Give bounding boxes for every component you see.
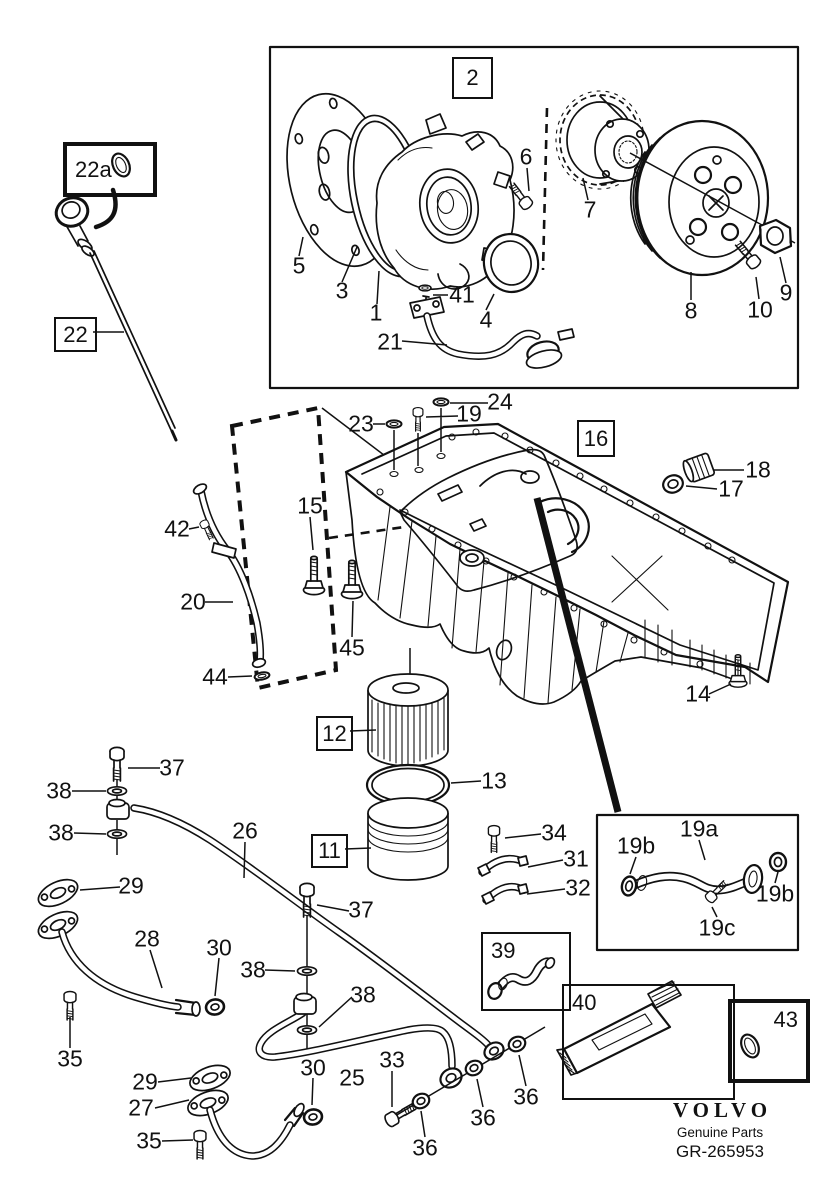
part-label-36: 36	[412, 1134, 438, 1161]
boxed-part-label-43: 43	[728, 999, 810, 1083]
brand-block: VOLVO Genuine Parts GR-265953	[664, 1098, 776, 1162]
boxed-part-label-11: 11	[311, 834, 348, 868]
oil-pump-exploded-drawing	[268, 45, 800, 390]
part-label-13: 13	[481, 767, 507, 794]
part-label-37: 37	[159, 754, 185, 781]
oring-inset-drawing	[740, 1033, 760, 1059]
boxed-part-label-16: 16	[577, 420, 615, 457]
part-label-14: 14	[685, 680, 711, 707]
part-label-18: 18	[745, 456, 771, 483]
part-label-36: 36	[470, 1104, 496, 1131]
part-label-9: 9	[779, 279, 793, 306]
part-label-19a: 19a	[679, 815, 719, 842]
part-label-32: 32	[565, 874, 591, 901]
boxed-part-label-12: 12	[316, 716, 353, 751]
part-label-7: 7	[583, 196, 597, 223]
part-label-25: 25	[339, 1064, 365, 1091]
hose-inset-drawing	[487, 956, 556, 1000]
part-label-44: 44	[202, 663, 228, 690]
boxed-part-label-22a: 22a	[63, 142, 157, 197]
part-label-1: 1	[369, 299, 383, 326]
pulley-nut-drawing	[758, 218, 793, 255]
part-label-38: 38	[350, 981, 376, 1008]
part-label-37: 37	[348, 896, 374, 923]
part-label-30: 30	[206, 934, 232, 961]
part-label-8: 8	[684, 297, 698, 324]
part-label-19: 19	[456, 400, 482, 427]
part-label-29: 29	[132, 1068, 158, 1095]
brand-subtitle: Genuine Parts	[676, 1125, 764, 1140]
part-label-15: 15	[297, 492, 323, 519]
pump-sprocket-drawing	[555, 90, 650, 190]
part-label-30: 30	[300, 1054, 326, 1081]
part-label-45: 45	[339, 634, 365, 661]
part-label-38: 38	[46, 777, 72, 804]
boxed-part-label-22: 22	[54, 317, 97, 352]
dipstick-tube-drawing	[188, 405, 431, 691]
part-label-36: 36	[513, 1083, 539, 1110]
boxed-part-label-40: 40	[562, 984, 735, 1100]
crankshaft-pulley-drawing	[629, 119, 796, 277]
part-label-10: 10	[747, 296, 773, 323]
part-label-29: 29	[118, 872, 144, 899]
boxed-part-label-39: 39	[481, 932, 571, 1011]
volvo-logo: VOLVO	[672, 1098, 773, 1122]
part-label-33: 33	[379, 1046, 405, 1073]
part-label-42: 42	[164, 515, 190, 542]
part-label-35: 35	[57, 1045, 83, 1072]
part-label-19b: 19b	[616, 832, 656, 859]
part-label-20: 20	[180, 588, 206, 615]
part-label-23: 23	[348, 410, 374, 437]
part-label-35: 35	[136, 1127, 162, 1154]
part-label-17: 17	[718, 475, 744, 502]
part-label-27: 27	[128, 1094, 154, 1121]
oil-pan-drawing	[302, 397, 790, 813]
oil-filter-drawing	[344, 648, 566, 905]
part-label-34: 34	[541, 819, 567, 846]
part-label-4: 4	[479, 306, 493, 333]
part-label-31: 31	[563, 845, 589, 872]
part-label-5: 5	[292, 252, 306, 279]
part-label-6: 6	[519, 143, 533, 170]
part-label-21: 21	[377, 328, 403, 355]
part-label-28: 28	[134, 925, 160, 952]
reference-number: GR-265953	[676, 1142, 764, 1161]
part-label-38: 38	[48, 819, 74, 846]
part-label-3: 3	[335, 277, 349, 304]
part-label-38: 38	[240, 956, 266, 983]
part-label-24: 24	[487, 388, 513, 415]
part-label-19c: 19c	[698, 914, 736, 941]
oil-return-pipe-inset-drawing	[595, 813, 800, 952]
part-label-26: 26	[232, 817, 258, 844]
part-label-19b: 19b	[755, 880, 795, 907]
oil-pipes-drawing	[33, 746, 546, 1160]
sealant-tube-inset-drawing	[556, 980, 682, 1076]
dipstick-drawing	[54, 152, 178, 442]
part-label-41: 41	[449, 281, 475, 308]
boxed-part-label-2: 2	[452, 57, 493, 99]
